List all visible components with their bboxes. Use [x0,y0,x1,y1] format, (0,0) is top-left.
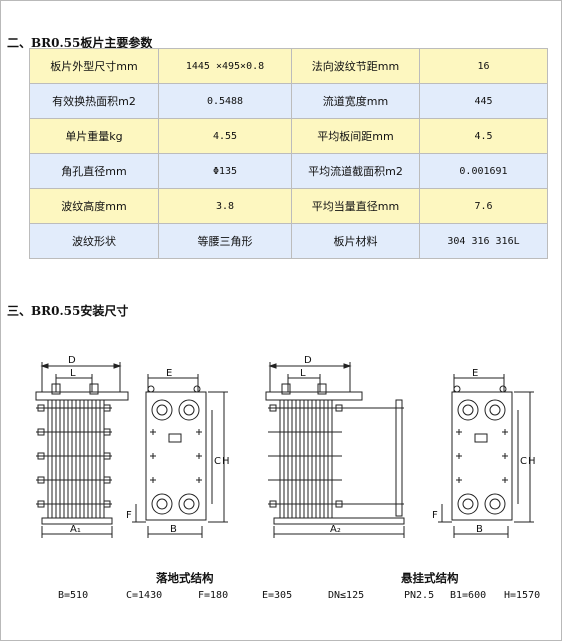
section-title-plate-params: 二、BR0.55板片主要参数 [7,36,153,50]
table-row: 波纹形状 等腰三角形 板片材料 304 316 316L [29,223,548,259]
dim-label-b: B [476,524,483,535]
dim-label-c: C [214,456,221,467]
floor-type-front-view [132,374,228,538]
param-label: 法向波纹节距mm [291,48,420,84]
dim-value-pn: PN2.5 [404,590,435,601]
param-label: 波纹形状 [29,223,159,259]
table-row: 角孔直径mm Φ135 平均流道截面积m2 0.001691 [29,153,548,189]
dim-label-d: D [304,355,312,366]
param-label: 有效换热面积m2 [29,83,159,119]
param-label: 流道宽度mm [291,83,420,119]
caption-floor-type: 落地式结构 [156,571,214,585]
section-title-install-dims: 三、BR0.55安装尺寸 [7,304,129,318]
param-value: 0.001691 [419,153,548,189]
caption-hanging-type: 悬挂式结构 [401,571,459,585]
param-value: 4.55 [158,118,292,154]
dim-value-dn: DN≤125 [328,590,365,601]
dim-label-f: F [126,510,132,521]
param-label: 平均流道截面积m2 [291,153,420,189]
table-row: 板片外型尺寸mm 1445 ×495×0.8 法向波纹节距mm 16 [29,48,548,84]
param-value: 3.8 [158,188,292,224]
param-label: 波纹高度mm [29,188,159,224]
dim-label-f: F [432,510,438,521]
param-label: 平均当量直径mm [291,188,420,224]
dim-label-e: E [166,368,172,379]
dim-label-d: D [68,355,76,366]
param-value: 445 [419,83,548,119]
param-label: 平均板间距mm [291,118,420,154]
dim-label-h: H [528,456,536,467]
param-value: Φ135 [158,153,292,189]
table-row: 有效换热面积m2 0.5488 流道宽度mm 445 [29,83,548,119]
dim-value-h: H=1570 [504,590,541,601]
param-value: 304 316 316L [419,223,548,259]
dim-label-h: H [222,456,230,467]
table-row: 单片重量kg 4.55 平均板间距mm 4.5 [29,118,548,154]
param-label: 板片外型尺寸mm [29,48,159,84]
hanging-type-front-view [438,374,534,538]
dim-value-f: F=180 [198,590,229,601]
param-value: 0.5488 [158,83,292,119]
dim-value-b: B=510 [58,590,89,601]
dim-label-e: E [472,368,478,379]
floor-type-side-view [35,362,129,538]
params-table: 板片外型尺寸mm 1445 ×495×0.8 法向波纹节距mm 16 有效换热面… [29,48,548,259]
param-label: 板片材料 [291,223,420,259]
table-row: 波纹高度mm 3.8 平均当量直径mm 7.6 [29,188,548,224]
dim-label-c: C [520,456,527,467]
param-value: 1445 ×495×0.8 [158,48,292,84]
dim-value-e: E=305 [262,590,293,601]
dim-value-c: C=1430 [126,590,163,601]
dim-label-b: B [170,524,177,535]
dim-label-l: L [300,368,306,379]
hanging-type-side-view [265,362,405,538]
param-label: 角孔直径mm [29,153,159,189]
dim-label-a1: A₁ [70,524,81,535]
dim-label-a2: A₂ [330,524,341,535]
param-value: 16 [419,48,548,84]
dim-value-b1: B1=600 [450,590,487,601]
installation-drawing: D L A₁ E B C H F D L A₂ E B C H F [35,355,536,538]
param-value: 7.6 [419,188,548,224]
dim-label-l: L [70,368,76,379]
param-value: 4.5 [419,118,548,154]
param-value: 等腰三角形 [158,223,292,259]
param-label: 单片重量kg [29,118,159,154]
